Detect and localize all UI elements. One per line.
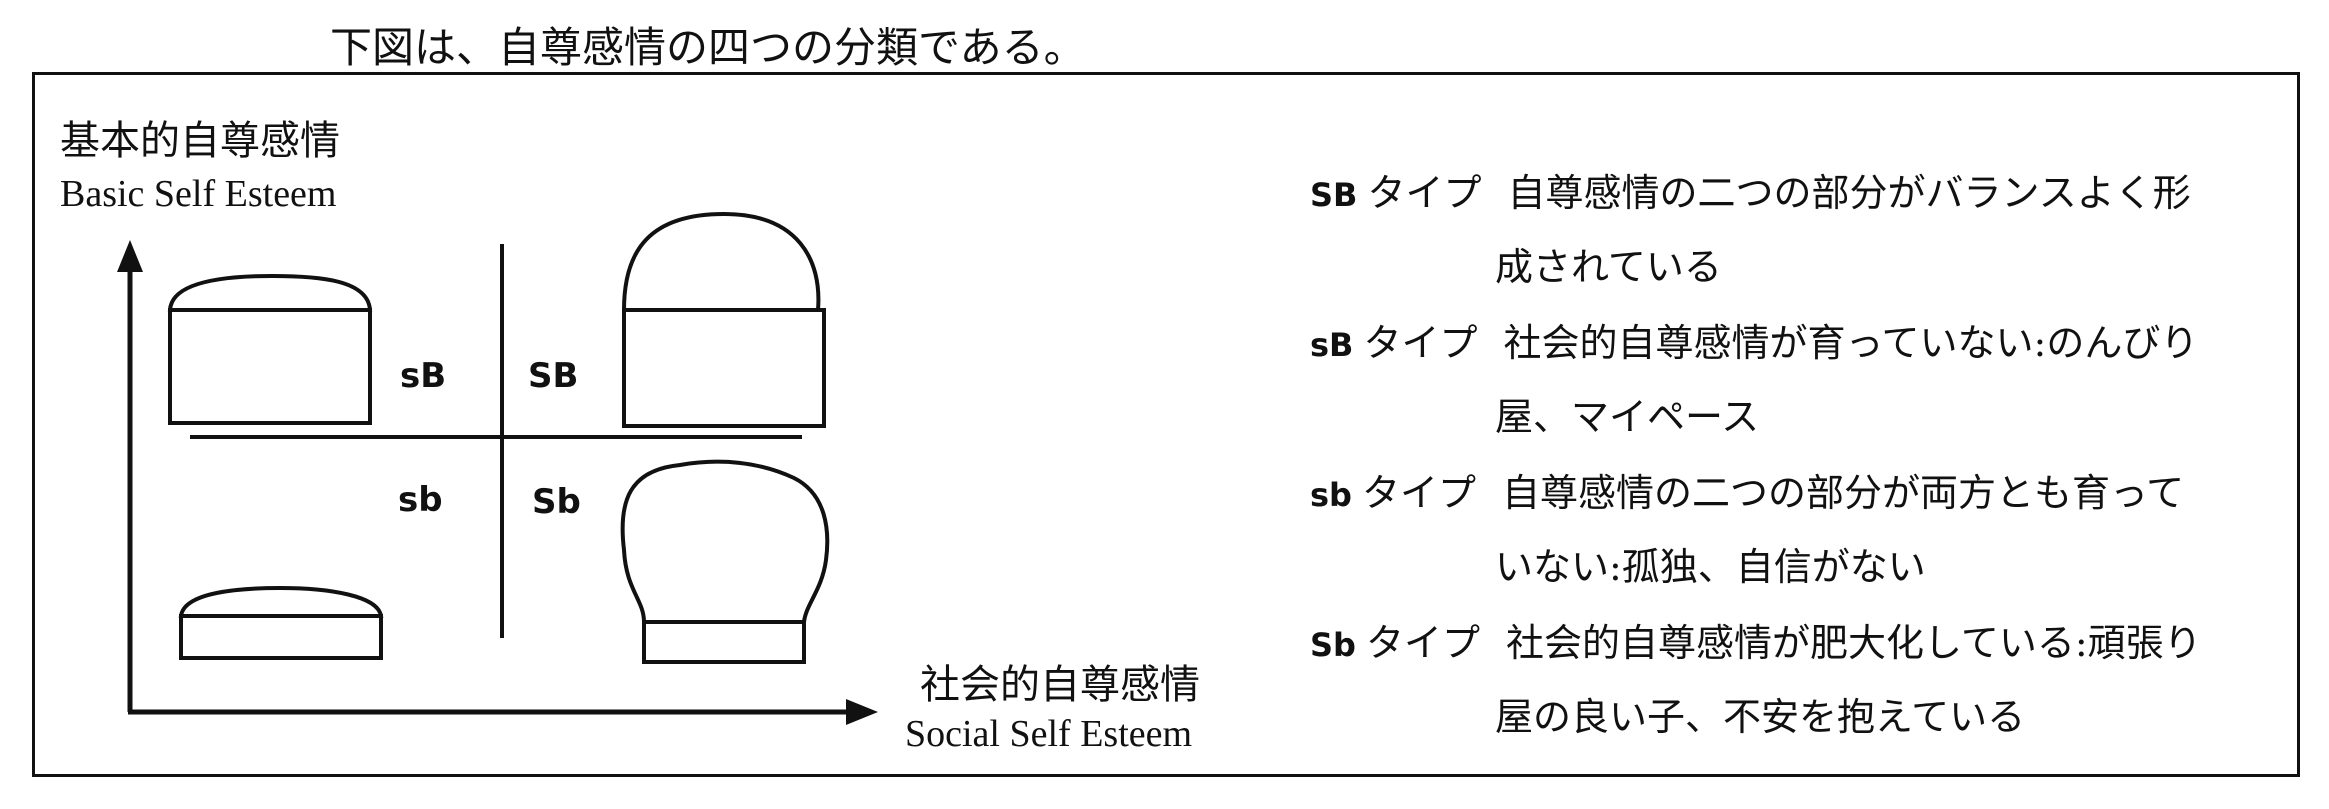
legend-desc-line1: 社会的自尊感情が肥大化している:頑張り bbox=[1505, 621, 2202, 665]
legend-desc-line2: いない:孤独、自信がない bbox=[1495, 545, 1926, 589]
y-axis-arrowhead bbox=[117, 240, 143, 272]
legend-code: sB bbox=[1310, 326, 1354, 364]
y-axis-label-en: Basic Self Esteem bbox=[60, 173, 337, 215]
legend-desc-line2: 屋の良い子、不安を抱えている bbox=[1495, 695, 2026, 739]
legend-desc-line1: 自尊感情の二つの部分がバランスよく形 bbox=[1507, 171, 2191, 215]
quadrant-label-bottom-right: Sb bbox=[532, 482, 581, 522]
Sb-basic-part bbox=[620, 459, 830, 624]
legend-code: sb bbox=[1310, 476, 1352, 514]
legend-type: タイプ bbox=[1365, 621, 1480, 665]
legend-type: タイプ bbox=[1367, 171, 1482, 215]
legend-desc-line1: 自尊感情の二つの部分が両方とも育って bbox=[1501, 471, 2185, 515]
sb-basic-part bbox=[178, 585, 384, 618]
sB-social-part bbox=[168, 308, 372, 425]
Sb-social-part bbox=[642, 620, 806, 664]
legend-type: タイプ bbox=[1361, 471, 1476, 515]
sB-basic-part bbox=[167, 273, 373, 312]
SB-social-part bbox=[622, 308, 826, 428]
legend-desc-line1: 社会的自尊感情が育っていない:のんびり bbox=[1503, 321, 2199, 365]
quadrant-label-top-left: sB bbox=[400, 356, 447, 396]
legend-code: SB bbox=[1310, 176, 1358, 214]
legend-type: タイプ bbox=[1363, 321, 1478, 365]
quadrant-label-bottom-left: sb bbox=[398, 480, 443, 520]
legend-desc-line2: 成されている bbox=[1495, 245, 1722, 289]
y-axis-label-ja: 基本的自尊感情 bbox=[60, 118, 340, 164]
sb-social-part bbox=[179, 614, 383, 660]
quadrant-label-top-right: SB bbox=[528, 356, 579, 396]
diagram-frame bbox=[32, 72, 2300, 777]
legend-code: Sb bbox=[1310, 626, 1356, 664]
SB-basic-part bbox=[621, 211, 821, 312]
x-axis-label-ja: 社会的自尊感情 bbox=[920, 662, 1200, 708]
caption: 下図は、自尊感情の四つの分類である。 bbox=[330, 23, 1086, 72]
x-axis-arrowhead bbox=[846, 699, 878, 725]
legend-desc-line2: 屋、マイペース bbox=[1495, 395, 1760, 439]
x-axis-label-en: Social Self Esteem bbox=[905, 713, 1193, 755]
